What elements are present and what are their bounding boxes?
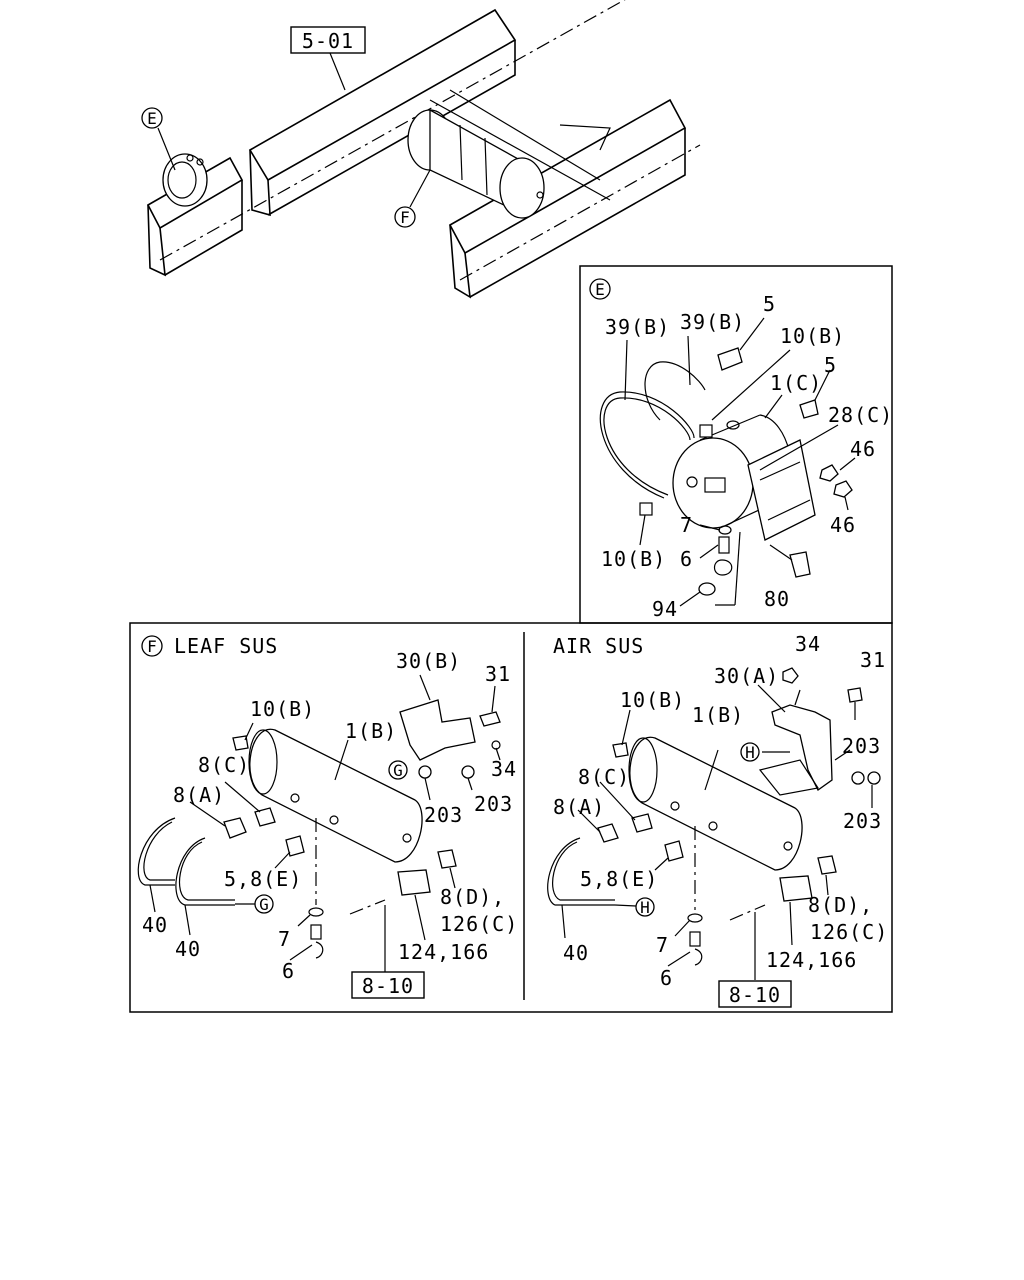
e-label-80: 80 [764, 587, 790, 611]
overview-ref-box: 5-01 [302, 29, 354, 53]
leaf-label-8d: 8(D), [440, 885, 505, 909]
detail-e-tag: E [595, 280, 605, 299]
e-label-94: 94 [652, 597, 678, 621]
overview-chassis [146, 0, 701, 299]
overview-callout-e: E [147, 109, 157, 128]
e-label-39b-1: 39(B) [605, 315, 670, 339]
leaf-label-40-1: 40 [142, 913, 168, 937]
leaf-sus-drawing [137, 674, 501, 972]
air-tag-h2: H [640, 898, 650, 917]
air-label-30a: 30(A) [714, 664, 779, 688]
leaf-label-203-2: 203 [474, 792, 513, 816]
leaf-label-8a: 8(A) [173, 783, 225, 807]
air-label-8a: 8(A) [553, 795, 605, 819]
air-label-34: 34 [795, 632, 821, 656]
air-label-40: 40 [563, 941, 589, 965]
air-label-7: 7 [656, 933, 669, 957]
leaf-tag-g2: G [259, 895, 269, 914]
air-sus-title: AIR SUS [553, 634, 644, 658]
detail-f-tag: F [147, 637, 157, 656]
leaf-ref-box: 8-10 [362, 974, 414, 998]
leaf-label-58e: 5,8(E) [224, 867, 302, 891]
leaf-label-7: 7 [278, 927, 291, 951]
air-label-58e: 5,8(E) [580, 867, 658, 891]
e-label-39b-2: 39(B) [680, 310, 745, 334]
leaf-tag-g: G [393, 761, 403, 780]
leaf-label-126c: 126(C) [440, 912, 518, 936]
leaf-label-6: 6 [282, 959, 295, 983]
leaf-label-8c: 8(C) [198, 753, 250, 777]
e-label-28c: 28(C) [828, 403, 893, 427]
air-sus-drawing [547, 667, 881, 980]
air-label-1b: 1(B) [692, 703, 744, 727]
air-label-6: 6 [660, 966, 673, 990]
leaf-label-124-166: 124,166 [398, 940, 489, 964]
e-label-10b-1: 10(B) [780, 324, 845, 348]
air-tag-h: H [745, 743, 755, 762]
leaf-label-10b: 10(B) [250, 697, 315, 721]
air-label-126c: 126(C) [810, 920, 888, 944]
leaf-label-30b: 30(B) [396, 649, 461, 673]
leaf-label-31: 31 [485, 662, 511, 686]
e-label-7: 7 [680, 513, 693, 537]
leaf-label-40-2: 40 [175, 937, 201, 961]
air-label-31: 31 [860, 648, 886, 672]
air-label-8c: 8(C) [578, 765, 630, 789]
leaf-label-1b: 1(B) [345, 719, 397, 743]
air-label-10b: 10(B) [620, 688, 685, 712]
detail-e-drawing [599, 317, 856, 607]
overview-callout-f: F [400, 208, 410, 227]
air-label-124-166: 124,166 [766, 948, 857, 972]
leaf-label-34: 34 [491, 757, 517, 781]
air-label-203-2: 203 [843, 809, 882, 833]
e-label-5-2: 5 [824, 353, 837, 377]
e-label-6: 6 [680, 547, 693, 571]
e-label-10b-2: 10(B) [601, 547, 666, 571]
air-label-203-1: 203 [842, 734, 881, 758]
air-label-8d: 8(D), [808, 893, 873, 917]
e-label-1c: 1(C) [770, 371, 822, 395]
e-label-46-2: 46 [830, 513, 856, 537]
leaf-sus-title: LEAF SUS [174, 634, 278, 658]
air-ref-box: 8-10 [729, 983, 781, 1007]
e-label-46-1: 46 [850, 437, 876, 461]
leaf-label-203-1: 203 [424, 803, 463, 827]
e-label-5-1: 5 [763, 292, 776, 316]
detail-f-frame [129, 622, 893, 1013]
